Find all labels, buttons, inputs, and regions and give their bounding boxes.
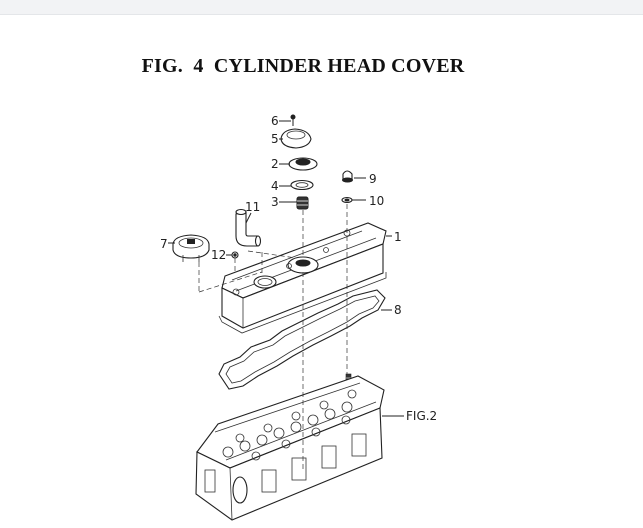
callout-5: 5 [271,132,279,146]
cylinder-head-reference [195,375,385,521]
browser-top-bar [0,0,643,15]
callout-10: 10 [369,194,384,208]
callout-12: 12 [211,248,226,262]
leader-lines [168,120,404,417]
callout-1: 1 [394,230,402,244]
callout-8: 8 [394,303,402,317]
part-2-cap-seat [288,157,318,171]
callout-4: 4 [271,179,279,193]
part-8-gasket [218,289,386,390]
part-3-filter [296,196,309,210]
part-6-bolt [290,114,296,126]
part-7-oil-filler-cap [172,234,210,262]
part-5-breather-cap [280,128,312,149]
part-12-clip [231,251,239,259]
callout-fig2: FIG.2 [406,409,437,423]
part-11-breather-hose [235,208,262,247]
callout-2: 2 [271,157,279,171]
part-9-cap-nut [342,170,353,183]
callout-3: 3 [271,195,279,209]
callout-9: 9 [369,172,377,186]
callout-6: 6 [271,114,279,128]
part-10-washer [341,196,353,204]
callout-11: 11 [245,200,260,214]
callout-7: 7 [160,237,168,251]
figure-title: FIG. 4 CYLINDER HEAD COVER [141,55,465,77]
valve-springs [222,389,357,461]
callout-labels: 6 5 2 4 3 9 10 1 7 12 11 8 FIG.2 [160,114,437,423]
part-1-cylinder-head-cover [218,222,387,334]
assembly-guide-lines [198,204,348,470]
part-4-o-ring [290,179,314,191]
